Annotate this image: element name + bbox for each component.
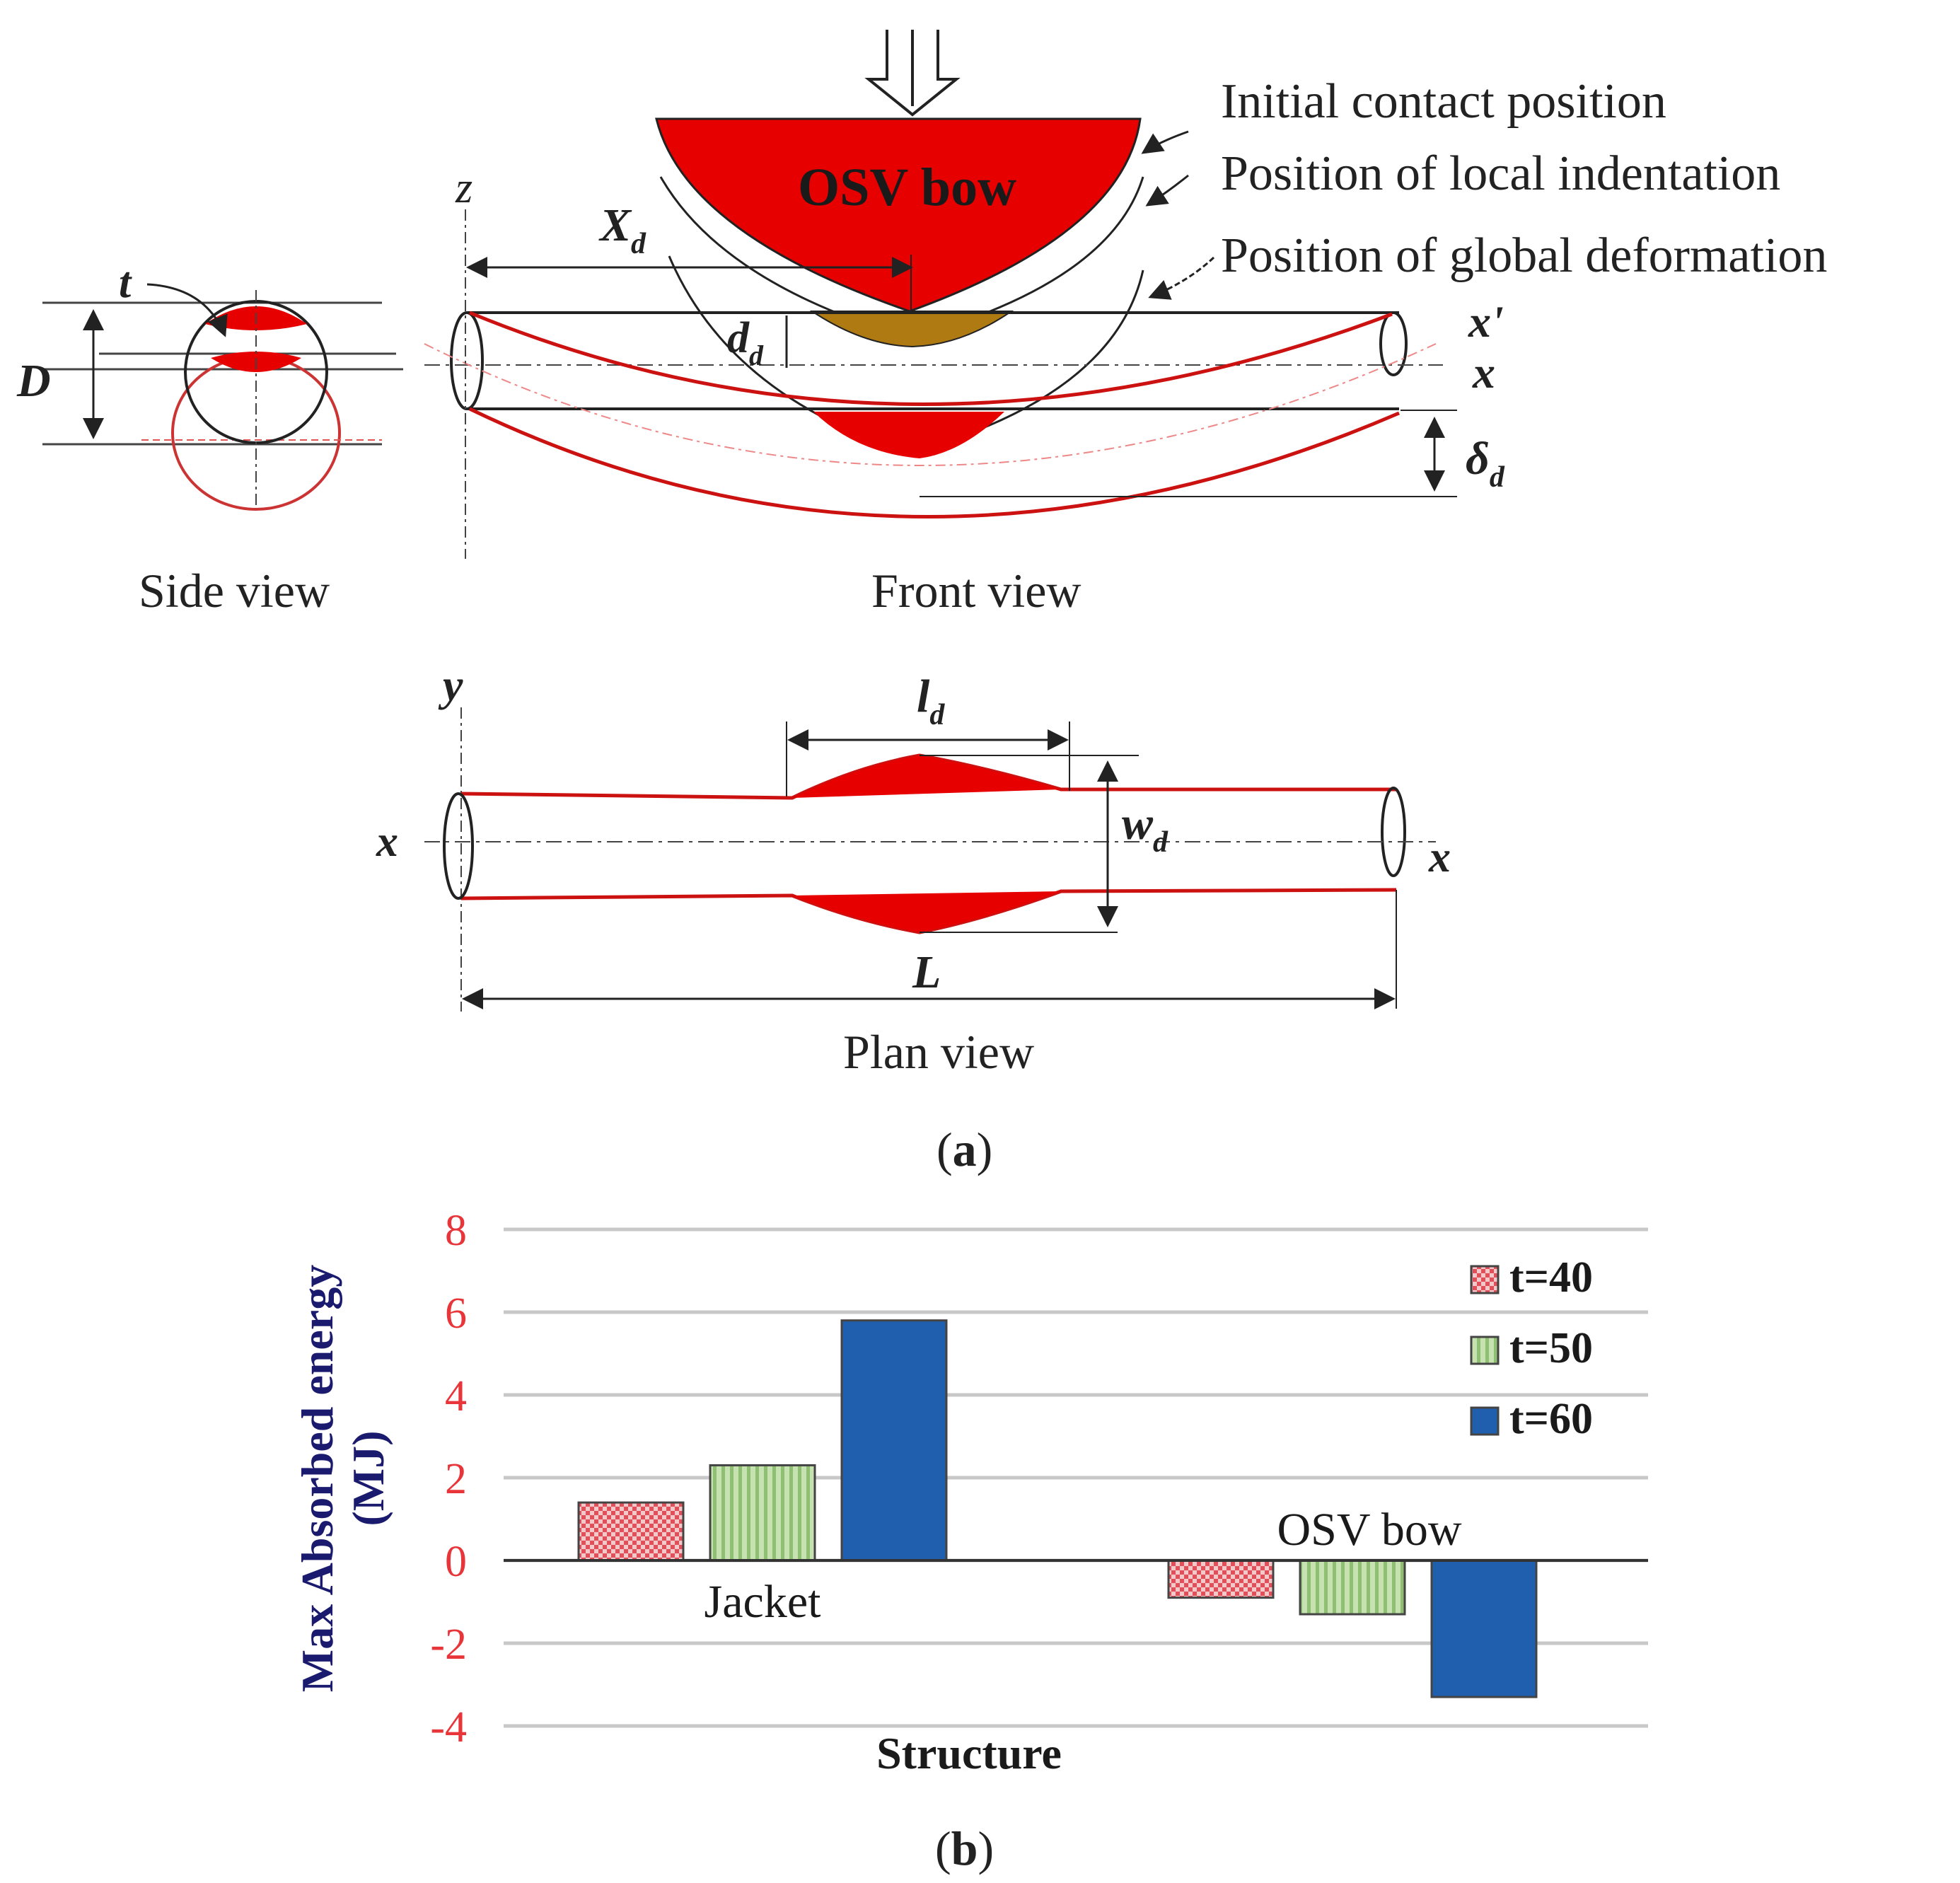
legend-swatch-t50 [1470, 1336, 1500, 1365]
l-label: L [912, 946, 941, 998]
deformed-pipe-bottom [468, 407, 1400, 518]
osv-bow-label: OSV bow [798, 158, 1016, 217]
callout-global-deformation: Position of global deformation [1221, 228, 1827, 283]
callout-leader-1 [1141, 130, 1189, 154]
x-axis-title: Structure [876, 1728, 1062, 1778]
plan-view-title: Plan view [843, 1025, 1034, 1079]
indentation-region [809, 311, 1014, 348]
callout-initial-contact: Initial contact position [1221, 74, 1666, 129]
plan-pipe-right-end [1381, 787, 1406, 877]
chart-legend: t=40 t=50 t=60 [1470, 1253, 1593, 1443]
y-tick-label: 6 [445, 1290, 467, 1338]
bar-t60-jacket [840, 1319, 948, 1562]
plan-view: y x x ld wd L Plan view [376, 660, 1451, 1079]
callout-leader-3 [1148, 256, 1215, 300]
pipe-right-end [1379, 311, 1408, 376]
y-tick-label: 4 [445, 1372, 467, 1420]
y-tick-label: -2 [430, 1621, 467, 1669]
diameter-label: D [16, 355, 51, 407]
wd-label: wd [1122, 798, 1169, 859]
bar-t50-osv-bow [1299, 1559, 1406, 1616]
legend-label-t60: t=60 [1509, 1395, 1593, 1443]
bar-t40-jacket [577, 1501, 685, 1562]
caption-b: (b) [935, 1821, 994, 1875]
x-axis-label-plan-left: x [376, 818, 398, 866]
y-label-line2: (MJ) [343, 1430, 393, 1526]
category-label-osv-bow: OSV bow [1277, 1504, 1461, 1555]
chart-bars [577, 1319, 1538, 1698]
ld-label: ld [917, 671, 945, 731]
delta-label: δd [1466, 433, 1505, 494]
legend-swatch-t60 [1470, 1406, 1500, 1436]
bar-t40-osv-bow [1167, 1559, 1275, 1599]
chart-y-label: Max Absorbed energy (MJ) [292, 1265, 393, 1692]
dd-label: dd [727, 314, 764, 371]
plan-pipe-left-end [443, 792, 474, 900]
load-arrow-icon [864, 30, 961, 117]
y-tick-label: 2 [445, 1455, 467, 1503]
callout-local-indentation: Position of local indentation [1221, 146, 1780, 201]
legend-swatch-t40 [1470, 1265, 1500, 1294]
xd-label: Xd [598, 199, 646, 260]
y-tick-label: 8 [445, 1207, 467, 1255]
y-label-line1: Max Absorbed energy [292, 1265, 342, 1692]
x-axis-label-plan-right: x [1428, 833, 1451, 881]
category-label-jacket: Jacket [704, 1576, 821, 1628]
x-prime-axis-label: x' [1468, 296, 1504, 347]
plan-bulge-top [792, 755, 1061, 798]
deformed-pipe-top [469, 311, 1393, 406]
bar-t60-osv-bow [1430, 1559, 1538, 1698]
callout-leader-2 [1145, 174, 1189, 207]
legend-label-t50: t=50 [1509, 1324, 1593, 1372]
x-axis-label-front: x [1472, 347, 1495, 398]
global-deformation-region [813, 412, 1004, 458]
y-axis-label: y [438, 660, 463, 710]
y-tick-label: -4 [430, 1703, 467, 1751]
thickness-label: t [119, 259, 132, 307]
deformed-centerline [424, 343, 1437, 466]
front-view: OSV bow z Xd dd x' x δd [424, 30, 1827, 618]
chart-y-ticks: 8 6 4 2 0 -2 -4 [430, 1207, 467, 1751]
plan-bulge-bottom [792, 891, 1061, 932]
front-view-title: Front view [871, 564, 1082, 618]
caption-a: (a) [936, 1123, 992, 1176]
z-axis-label: z [455, 164, 472, 212]
side-view: t D Side view [16, 259, 403, 618]
absorbed-energy-chart: 8 6 4 2 0 -2 -4 Jacket OSV bow Max Absorbed en… [292, 1207, 1648, 1778]
bar-t50-jacket [709, 1464, 816, 1562]
thickness-leader [146, 283, 228, 337]
side-view-title: Side view [139, 564, 330, 618]
legend-label-t40: t=40 [1509, 1253, 1593, 1302]
pipe-left-end [450, 311, 484, 410]
y-tick-label: 0 [445, 1538, 467, 1586]
